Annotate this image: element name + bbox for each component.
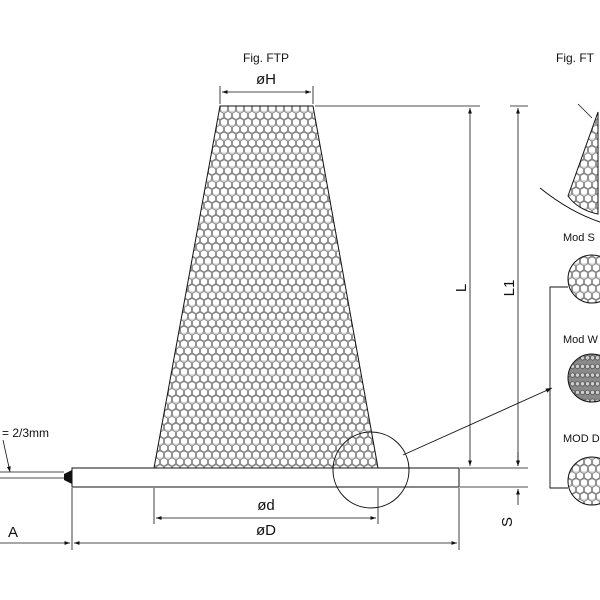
module-label-s: Mod S	[563, 232, 595, 244]
mod-s-detail	[567, 254, 600, 304]
module-bracket	[549, 286, 568, 489]
dim-label-outer-diameter: øD	[256, 522, 276, 539]
weld-note: = 2/3mm	[2, 426, 49, 440]
dim-label-flange-thickness: S	[499, 517, 516, 527]
dim-label-total-height: L1	[501, 280, 518, 297]
dim-label-inner-diameter: ød	[257, 497, 275, 514]
cone-mesh	[153, 105, 379, 469]
detail-leader	[402, 387, 553, 456]
weld-note-leader	[2, 439, 11, 473]
dim-label-cone-height: L	[453, 284, 470, 292]
ft-leader	[577, 103, 593, 119]
mod-d-detail	[567, 456, 600, 506]
detail-circle	[332, 431, 410, 509]
weld-mark	[64, 470, 72, 484]
ft-base-curve	[539, 187, 600, 223]
flange-plate	[71, 467, 460, 488]
dim-label-top-diameter: øH	[256, 71, 276, 88]
module-label-w: Mod W	[563, 334, 598, 346]
dim-label-offset: A	[8, 524, 18, 541]
figure-title-right: Fig. FT	[556, 51, 595, 65]
figure-title-main: Fig. FTP	[243, 51, 289, 65]
module-label-d: MOD D	[563, 433, 600, 445]
ft-cone-mesh	[567, 111, 599, 215]
mod-w-detail	[567, 353, 600, 403]
